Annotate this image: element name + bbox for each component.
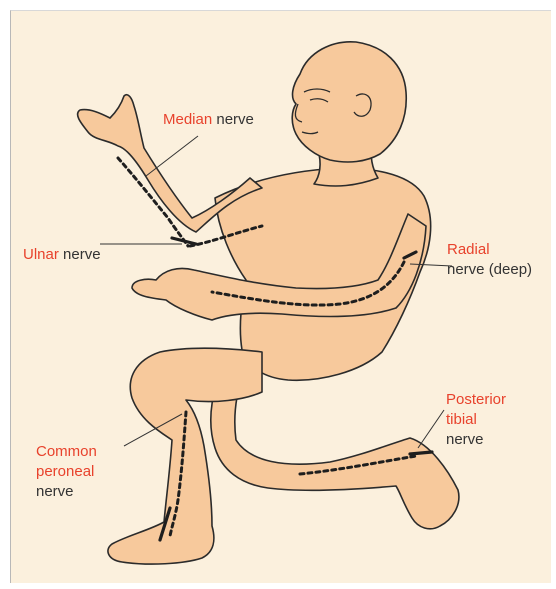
head (292, 42, 406, 162)
common-peroneal-label-text: nerve (36, 482, 97, 502)
radial-nerve-label: Radial nerve (deep) (447, 240, 532, 280)
posterior-tibial-leader (418, 410, 444, 448)
posterior-tibial-nerve-label: Posterior tibial nerve (446, 390, 506, 450)
ulnar-nerve-label: Ulnar nerve (23, 245, 101, 265)
ulnar-nerve-label-highlight: Ulnar (23, 246, 59, 263)
posterior-tibial-label-line1: Posterior (446, 390, 506, 410)
radial-nerve-label-text: nerve (deep) (447, 260, 532, 280)
common-peroneal-label-line1: Common (36, 442, 97, 462)
median-leader (146, 136, 198, 176)
radial-nerve-label-highlight: Radial (447, 240, 532, 260)
median-nerve-label-highlight: Median (163, 111, 212, 128)
ulnar-nerve-label-text: nerve (59, 246, 101, 263)
median-nerve-label-text: nerve (212, 111, 254, 128)
tibial-nerve-solid (410, 452, 432, 454)
common-peroneal-nerve-label: Common peroneal nerve (36, 442, 97, 502)
common-peroneal-label-line2: peroneal (36, 462, 97, 482)
posterior-tibial-label-line2: tibial (446, 410, 506, 430)
posterior-tibial-label-text: nerve (446, 430, 506, 450)
median-nerve-label: Median nerve (163, 110, 254, 130)
